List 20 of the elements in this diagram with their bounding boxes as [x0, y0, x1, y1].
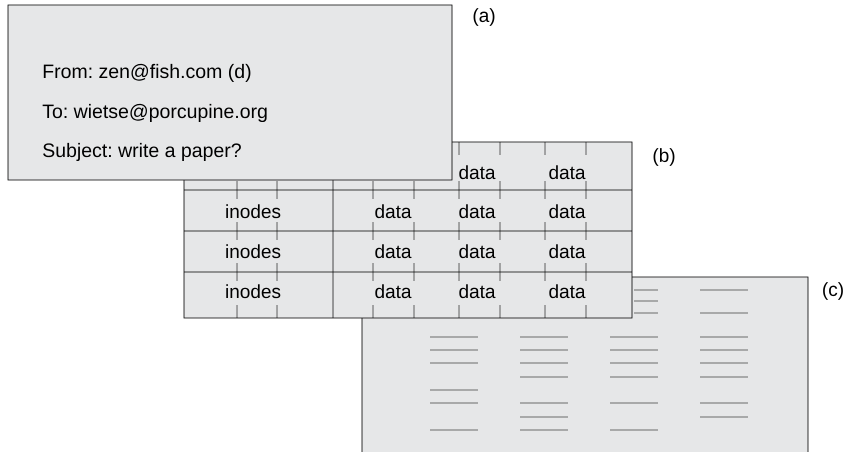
panel-label: (c) — [823, 282, 843, 300]
cell-label: data — [375, 204, 412, 218]
cell-label: data — [549, 204, 586, 218]
cell-label: data — [549, 165, 586, 180]
cell-label: data — [459, 244, 496, 258]
cell-label: data — [459, 204, 496, 218]
panel-label: (b) — [654, 148, 674, 166]
cell-label: inodes — [226, 284, 280, 298]
cell-label: data — [375, 244, 412, 258]
cell-label: data — [549, 284, 586, 298]
cell-label: inodes — [226, 204, 280, 218]
cell-label: data — [549, 244, 586, 258]
cell-label: data — [459, 165, 496, 180]
header-line: From: zen@fish.com (d) — [44, 64, 250, 82]
header-line: Subject: write a paper? — [43, 142, 241, 162]
header-line: To: wietse@porcupine.org — [42, 104, 267, 122]
cell-label: data — [459, 284, 496, 298]
cell-label: inodes — [226, 244, 280, 258]
panel-label: (a) — [474, 8, 494, 26]
cell-label: data — [375, 284, 412, 298]
